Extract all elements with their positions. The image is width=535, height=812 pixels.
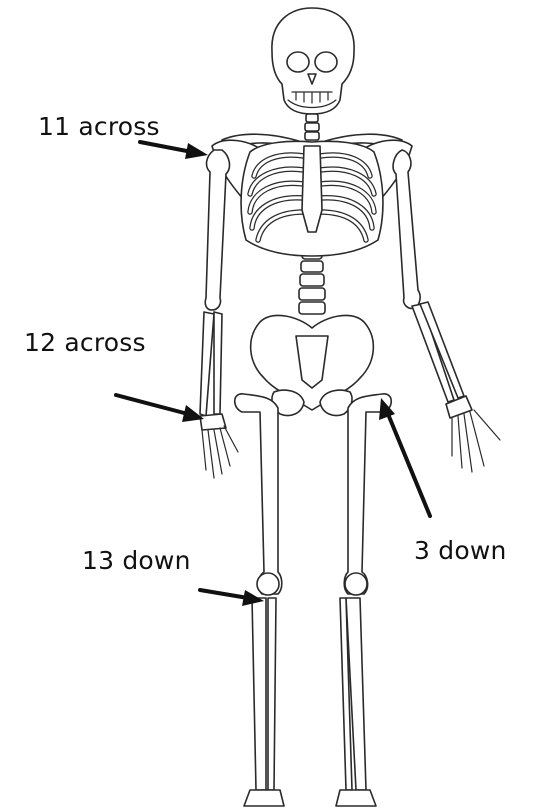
arrow-3-down [388,414,430,516]
arrow-13-down [200,590,248,598]
skull [272,8,354,114]
label-12-across: 12 across [24,328,146,357]
right-leg [336,394,391,806]
label-11-across: 11 across [38,112,160,141]
right-arm [393,150,500,472]
label-3-down: 3 down [414,536,507,565]
rib-cage [241,141,383,256]
left-arm [200,150,238,478]
arrow-11-across [140,142,192,152]
arrow-12-across [116,395,188,414]
label-13-down: 13 down [82,546,191,575]
